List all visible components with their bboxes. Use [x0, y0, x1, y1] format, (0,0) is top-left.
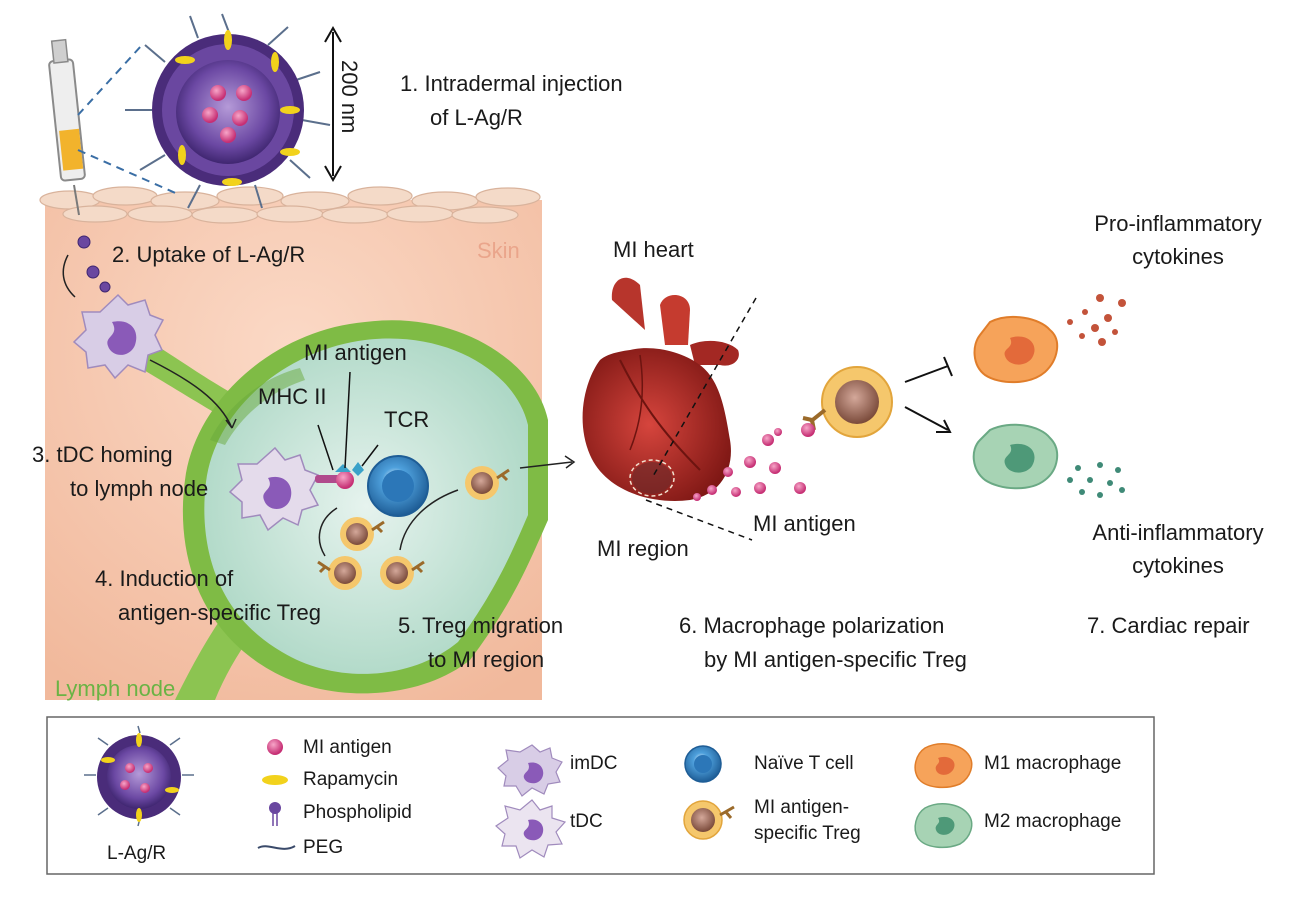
legend-antigen-icon: [267, 739, 283, 755]
legend-m1-label: M1 macrophage: [984, 753, 1122, 774]
antigen-pointer: [344, 371, 351, 469]
mi-region-line: [645, 499, 753, 541]
migration-arrow: [519, 461, 573, 469]
mi-antigen-heart-label: MI antigen: [753, 511, 856, 536]
legend-phospholipid-label: Phospholipid: [303, 802, 412, 823]
step6-line1: 6. Macrophage polarization: [679, 613, 945, 638]
m1-macrophage: [973, 315, 1059, 384]
activate-arrow: [904, 406, 949, 431]
step1-line2: of L-Ag/R: [430, 105, 523, 130]
legend-rapamycin-label: Rapamycin: [303, 769, 399, 790]
mi-region-label: MI region: [597, 536, 689, 561]
uptake-arrow: [62, 254, 76, 298]
legend-mi-antigen-label: MI antigen: [303, 737, 392, 758]
size-label: 200 nm: [337, 60, 362, 134]
legend-tdc-icon: [495, 799, 567, 859]
legend-m2-icon: [914, 802, 973, 849]
legend-lag-r-label: L-Ag/R: [107, 843, 167, 864]
lymph-node: [130, 320, 548, 700]
legend-peg-label: PEG: [303, 837, 344, 858]
legend-tdc-label: tDC: [570, 811, 603, 832]
pro-inflammatory-cytokines: [1067, 294, 1126, 346]
mi-heart-label: MI heart: [613, 237, 694, 262]
skin-label: Skin: [477, 238, 520, 263]
step7-label: 7. Cardiac repair: [1087, 613, 1250, 638]
treg-cell-heart: [801, 366, 893, 438]
syringe-icon: [48, 38, 86, 216]
pro-inflammatory-line2: cytokines: [1132, 244, 1224, 269]
legend-imdc-icon: [497, 744, 563, 797]
step1-line1: 1. Intradermal injection: [400, 71, 623, 96]
legend-treg-icon: [683, 800, 735, 840]
small-liposomes: [77, 235, 111, 293]
legend-m2-label: M2 macrophage: [984, 811, 1122, 832]
legend-naive-t-icon: [684, 745, 722, 783]
tdc-cell: [228, 446, 320, 532]
tcr-label: TCR: [384, 407, 430, 432]
liposome-large: [125, 13, 331, 209]
step5-line1: 5. Treg migration: [398, 613, 564, 638]
legend-m1-icon: [914, 742, 973, 789]
zoom-line-bottom: [77, 149, 181, 196]
legend-naive-t-label: Naïve T cell: [754, 753, 854, 774]
mi-heart: [582, 277, 739, 501]
lymph-node-label: Lymph node: [55, 676, 176, 701]
step3-line2: to lymph node: [70, 476, 209, 501]
homing-arrow: [149, 359, 233, 429]
legend-liposome-icon: [84, 725, 194, 827]
inhibit-arrow: [904, 365, 949, 383]
mi-antigen-node-label: MI antigen: [304, 340, 407, 365]
pro-inflammatory-line1: Pro-inflammatory: [1094, 211, 1262, 236]
legend-box: [46, 716, 1155, 875]
step2-label: 2. Uptake of L-Ag/R: [112, 242, 306, 267]
mi-antigen-dots: [693, 428, 806, 501]
imdc-cell: [72, 293, 165, 380]
mhc-pointer: [317, 424, 334, 471]
legend-phospholipid-icon: [269, 802, 281, 826]
legend-peg-icon: [257, 845, 296, 850]
heart-section-line: [651, 297, 757, 479]
anti-inflammatory-cytokines: [1067, 462, 1125, 498]
size-scale-arrow: [324, 25, 342, 183]
zoom-line-top: [77, 44, 143, 116]
legend-treg-line2: specific Treg: [754, 823, 861, 844]
step5-line2: to MI region: [428, 647, 545, 672]
step3-line1: 3. tDC homing: [32, 442, 173, 467]
treg-cells-node: [317, 466, 510, 590]
legend-treg-line1: MI antigen-: [754, 797, 850, 818]
step4-line1: 4. Induction of: [95, 566, 234, 591]
legend-rapamycin-icon: [262, 775, 288, 785]
anti-inflammatory-line1: Anti-inflammatory: [1092, 520, 1264, 545]
anti-inflammatory-line2: cytokines: [1132, 553, 1224, 578]
epidermis-layer: [39, 186, 541, 224]
mhc-tcr-complex: [315, 462, 364, 489]
legend-imdc-label: imDC: [570, 753, 618, 774]
tcr-pointer: [361, 444, 379, 467]
step6-line2: by MI antigen-specific Treg: [704, 647, 967, 672]
mhc-label: MHC II: [258, 384, 327, 409]
naive-t-cell: [367, 455, 429, 517]
step4-line2: antigen-specific Treg: [118, 600, 321, 625]
m2-macrophage: [972, 423, 1059, 490]
